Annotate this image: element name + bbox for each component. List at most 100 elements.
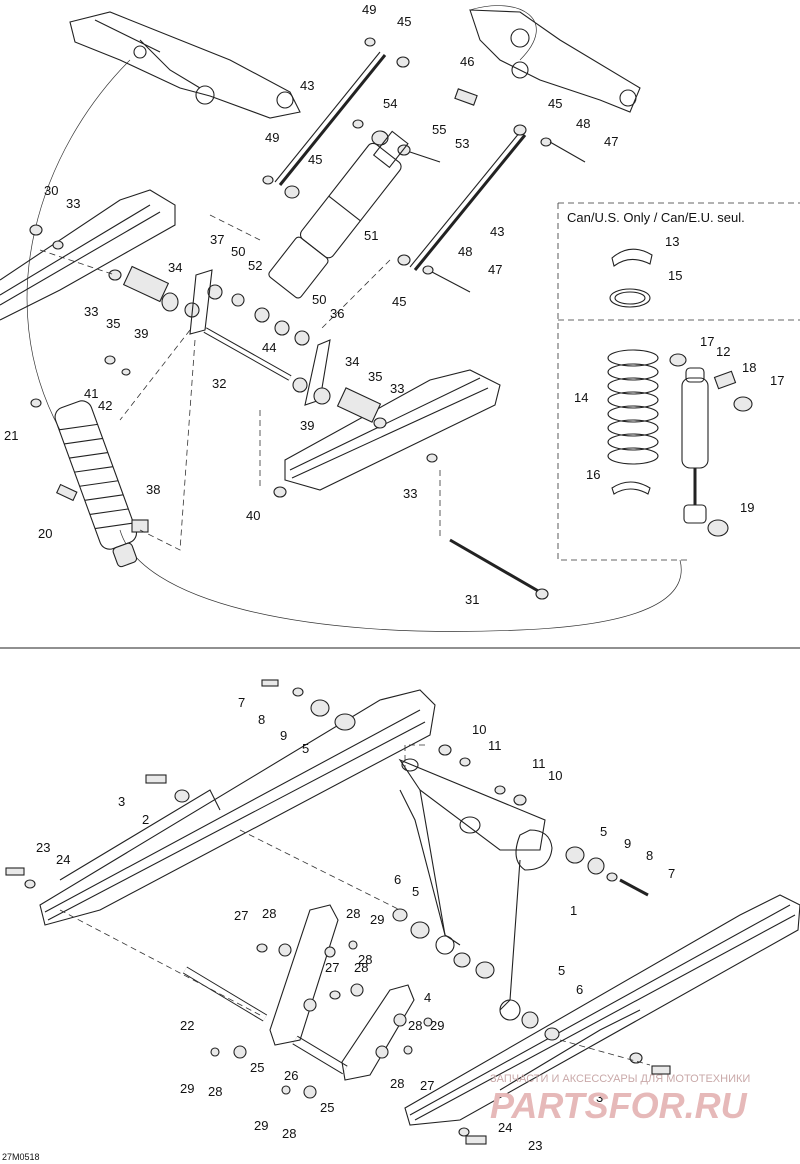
top-callout-35: 35	[106, 316, 120, 331]
watermark-logo: PARTSFOR.RU	[490, 1085, 748, 1126]
upper-right-crossshaft	[469, 9, 641, 113]
top-callout-47: 47	[604, 134, 618, 149]
bottom-callout-28: 28	[282, 1126, 296, 1141]
top-callout-45: 45	[397, 14, 411, 29]
top-callout-48: 48	[576, 116, 590, 131]
bottom-right-rail	[404, 894, 800, 1126]
top-callout-53: 53	[455, 136, 469, 151]
bottom-callout-6: 6	[576, 982, 583, 997]
top-callout-36: 36	[330, 306, 344, 321]
top-callout-37: 37	[210, 232, 224, 247]
bottom-callout-9: 9	[280, 728, 287, 743]
top-callout-16: 16	[586, 467, 600, 482]
top-callout-45: 45	[392, 294, 406, 309]
top-callout-51: 51	[364, 228, 378, 243]
top-callout-55: 55	[432, 122, 446, 137]
bottom-callout-28: 28	[408, 1018, 422, 1033]
upper-left-crossshaft	[69, 11, 301, 119]
bottom-callout-6: 6	[394, 872, 401, 887]
watermark-tagline: ЗАПЧАСТИ И АКСЕССУАРЫ ДЛЯ МОТОТЕХНИКИ	[490, 1073, 750, 1085]
bottom-callout-4: 4	[424, 990, 431, 1005]
bottom-callout-5: 5	[558, 963, 565, 978]
bottom-callout-3: 3	[596, 1090, 603, 1105]
bottom-callout-29: 29	[254, 1118, 268, 1133]
bottom-callout-8: 8	[258, 712, 265, 727]
top-callout-39: 39	[134, 326, 148, 341]
bottom-callout-28: 28	[358, 952, 372, 967]
bottom-callout-24: 24	[56, 852, 70, 867]
top-callout-12: 12	[716, 344, 730, 359]
bottom-callout-23: 23	[36, 840, 50, 855]
bottom-callout-7: 7	[238, 695, 245, 710]
top-callout-20: 20	[38, 526, 52, 541]
top-assembly	[0, 5, 682, 632]
top-callout-19: 19	[740, 500, 754, 515]
top-callout-46: 46	[460, 54, 474, 69]
top-callout-38: 38	[146, 482, 160, 497]
bottom-callout-28: 28	[354, 960, 368, 975]
top-callout-50: 50	[231, 244, 245, 259]
bottom-left-rail	[39, 689, 436, 926]
top-callout-13: 13	[665, 234, 679, 249]
bottom-callout-22: 22	[180, 1018, 194, 1033]
top-callout-44: 44	[262, 340, 276, 355]
bottom-callout-10: 10	[472, 722, 486, 737]
bottom-callout-27: 27	[420, 1078, 434, 1093]
top-callout-32: 32	[212, 376, 226, 391]
top-callout-33: 33	[84, 304, 98, 319]
bottom-callout-11: 11	[532, 756, 546, 771]
bottom-callout-26: 26	[284, 1068, 298, 1083]
inset-title: Can/U.S. Only / Can/E.U. seul.	[567, 210, 745, 225]
drawing-code: 27M0518	[2, 1152, 40, 1162]
inset-box: Can/U.S. Only / Can/E.U. seul.	[557, 202, 800, 561]
bottom-callout-28: 28	[208, 1084, 222, 1099]
bottom-assembly	[5, 679, 800, 1145]
bottom-callout-7: 7	[668, 866, 675, 881]
bottom-callout-5: 5	[600, 824, 607, 839]
top-callout-31: 31	[465, 592, 479, 607]
top-callout-50: 50	[312, 292, 326, 307]
top-callout-17: 17	[770, 373, 784, 388]
top-callout-15: 15	[668, 268, 682, 283]
top-callout-47: 47	[488, 262, 502, 277]
top-callout-43: 43	[490, 224, 504, 239]
bottom-callout-23: 23	[528, 1138, 542, 1153]
bottom-callout-5: 5	[412, 884, 419, 899]
bottom-callout-24: 24	[498, 1120, 512, 1135]
top-callout-49: 49	[265, 130, 279, 145]
bottom-callout-9: 9	[624, 836, 631, 851]
bottom-callout-3: 3	[118, 794, 125, 809]
top-callout-45: 45	[308, 152, 322, 167]
bottom-callout-25: 25	[250, 1060, 264, 1075]
front-arm	[398, 758, 553, 1021]
bottom-callout-25: 25	[320, 1100, 334, 1115]
top-callout-42: 42	[98, 398, 112, 413]
top-callout-41: 41	[84, 386, 98, 401]
top-callout-34: 34	[168, 260, 182, 275]
bottom-callout-1: 1	[570, 903, 577, 918]
top-callout-52: 52	[248, 258, 262, 273]
bottom-callout-27: 27	[234, 908, 248, 923]
top-callout-18: 18	[742, 360, 756, 375]
top-callout-33: 33	[390, 381, 404, 396]
top-callout-21: 21	[4, 428, 18, 443]
top-callout-17: 17	[700, 334, 714, 349]
bottom-callout-29: 29	[430, 1018, 444, 1033]
bottom-callout-10: 10	[548, 768, 562, 783]
bottom-callout-28: 28	[346, 906, 360, 921]
top-callout-39: 39	[300, 418, 314, 433]
bottom-callout-27: 27	[325, 960, 339, 975]
top-callout-14: 14	[574, 390, 588, 405]
bottom-callout-2: 2	[142, 812, 149, 827]
top-callout-33: 33	[403, 486, 417, 501]
top-callout-33: 33	[66, 196, 80, 211]
top-callout-54: 54	[383, 96, 397, 111]
top-callout-30: 30	[44, 183, 58, 198]
top-callout-43: 43	[300, 78, 314, 93]
bottom-callout-5: 5	[302, 741, 309, 756]
center-shock	[268, 130, 409, 299]
bottom-callout-28: 28	[262, 906, 276, 921]
